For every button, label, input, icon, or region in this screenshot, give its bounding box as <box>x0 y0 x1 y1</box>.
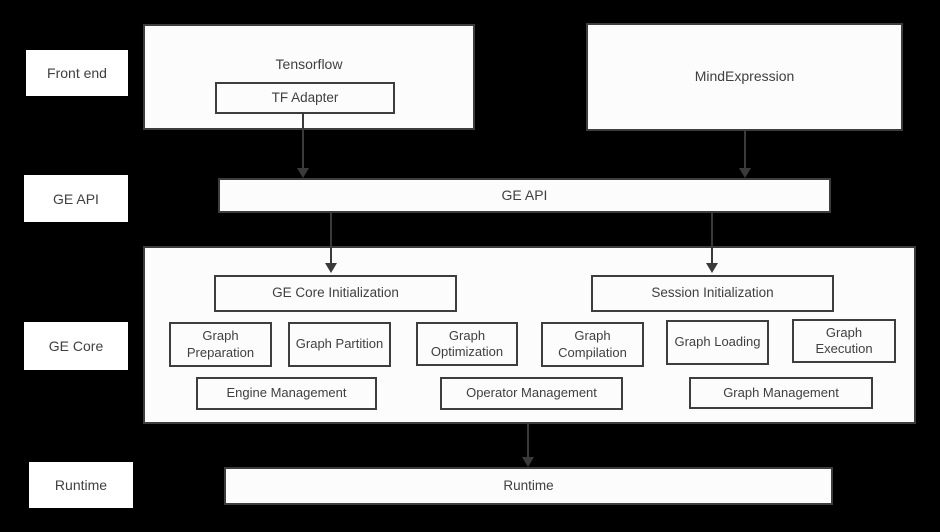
arrow-ge-api-to-session-init <box>706 213 718 273</box>
layer-label-ge-api: GE API <box>24 175 128 222</box>
management-box-graph: Graph Management <box>689 377 873 409</box>
arrow-ge-core-to-runtime <box>522 424 534 467</box>
tensorflow-title: Tensorflow <box>275 56 343 72</box>
module-box-graph-compilation: Graph Compilation <box>541 322 644 367</box>
module-box-graph-partition: Graph Partition <box>288 322 391 367</box>
mindexpression-box: MindExpression <box>586 23 903 131</box>
layer-label-runtime: Runtime <box>29 462 133 508</box>
management-box-engine: Engine Management <box>196 377 377 410</box>
arrow-down-icon <box>325 263 337 273</box>
module-box-graph-loading: Graph Loading <box>666 320 769 365</box>
arrow-ge-api-to-ge-core-init <box>325 213 337 273</box>
arrow-down-icon <box>522 457 534 467</box>
module-box-graph-optimization: Graph Optimization <box>416 322 518 366</box>
ge-core-box: GE Core Initialization Session Initializ… <box>143 246 916 424</box>
module-box-graph-preparation: Graph Preparation <box>169 322 272 367</box>
tf-adapter-box: TF Adapter <box>215 82 395 114</box>
layer-label-ge-core: GE Core <box>24 322 128 370</box>
runtime-bar: Runtime <box>224 467 833 505</box>
session-initialization-box: Session Initialization <box>591 275 834 312</box>
arrow-tf-adapter-to-ge-api <box>297 112 309 178</box>
arrow-down-icon <box>706 263 718 273</box>
ge-core-initialization-box: GE Core Initialization <box>214 275 457 312</box>
module-box-graph-execution: Graph Execution <box>792 319 896 363</box>
arrow-mindexpression-to-ge-api <box>739 131 751 178</box>
ge-api-bar: GE API <box>218 178 831 213</box>
management-box-operator: Operator Management <box>440 377 623 410</box>
layer-label-front-end: Front end <box>26 50 128 96</box>
arrow-down-icon <box>739 168 751 178</box>
tensorflow-box: Tensorflow TF Adapter <box>143 24 475 130</box>
arrow-down-icon <box>297 168 309 178</box>
